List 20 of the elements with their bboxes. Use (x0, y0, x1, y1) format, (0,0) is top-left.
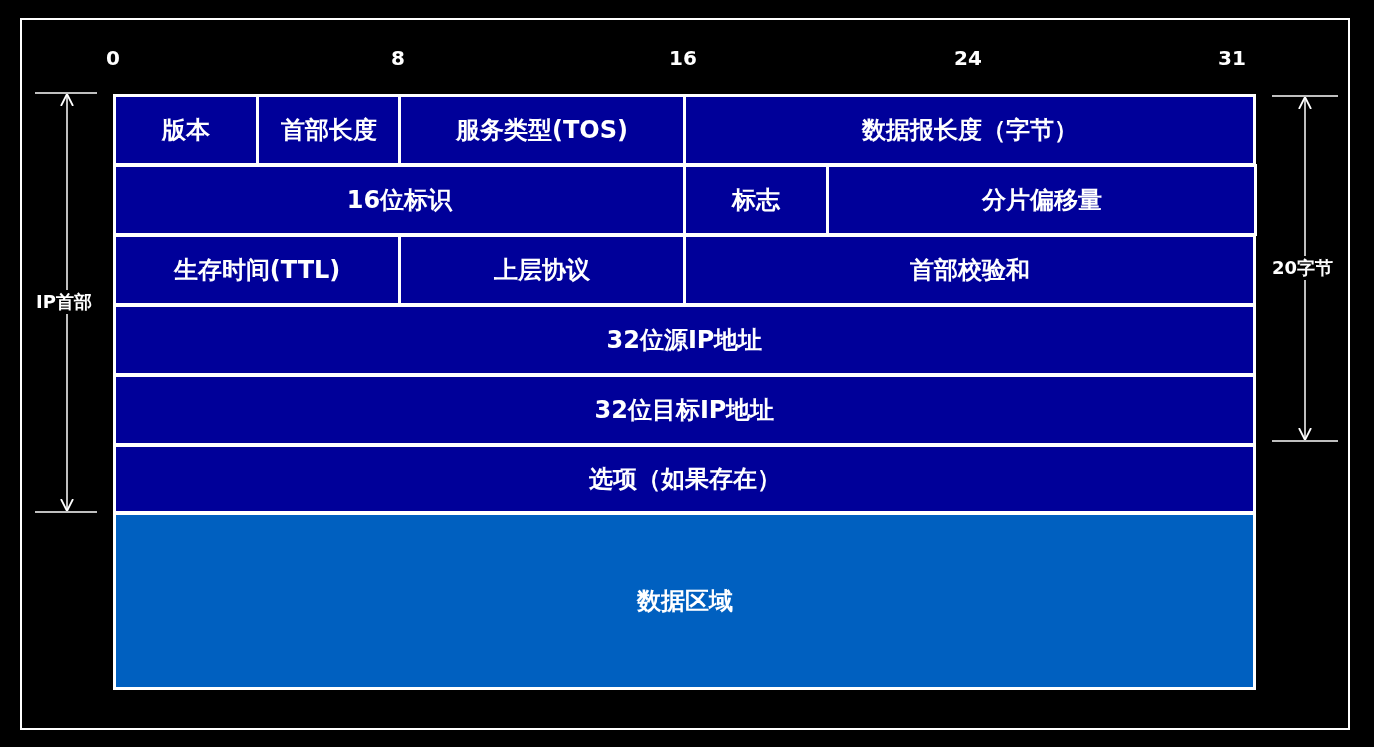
header-field: 选项（如果存在） (113, 444, 1256, 514)
bit-number: 31 (1218, 46, 1246, 70)
header-field: 上层协议 (398, 234, 686, 306)
bit-number: 24 (954, 46, 982, 70)
data-area: 数据区域 (113, 512, 1256, 690)
header-field: 分片偏移量 (826, 164, 1257, 236)
header-field: 16位标识 (113, 164, 686, 236)
bit-number: 16 (669, 46, 697, 70)
header-field: 服务类型(TOS) (398, 94, 686, 166)
bit-number: 8 (391, 46, 405, 70)
header-field: 32位目标IP地址 (113, 374, 1256, 446)
header-field: 生存时间(TTL) (113, 234, 401, 306)
header-field: 32位源IP地址 (113, 304, 1256, 376)
header-field: 版本 (113, 94, 259, 166)
header-field: 标志 (683, 164, 829, 236)
dimension-label: IP首部 (36, 290, 92, 314)
bit-number: 0 (106, 46, 120, 70)
header-field: 首部校验和 (683, 234, 1256, 306)
dimension-label: 20字节 (1272, 256, 1334, 280)
header-field: 数据报长度（字节） (683, 94, 1256, 166)
